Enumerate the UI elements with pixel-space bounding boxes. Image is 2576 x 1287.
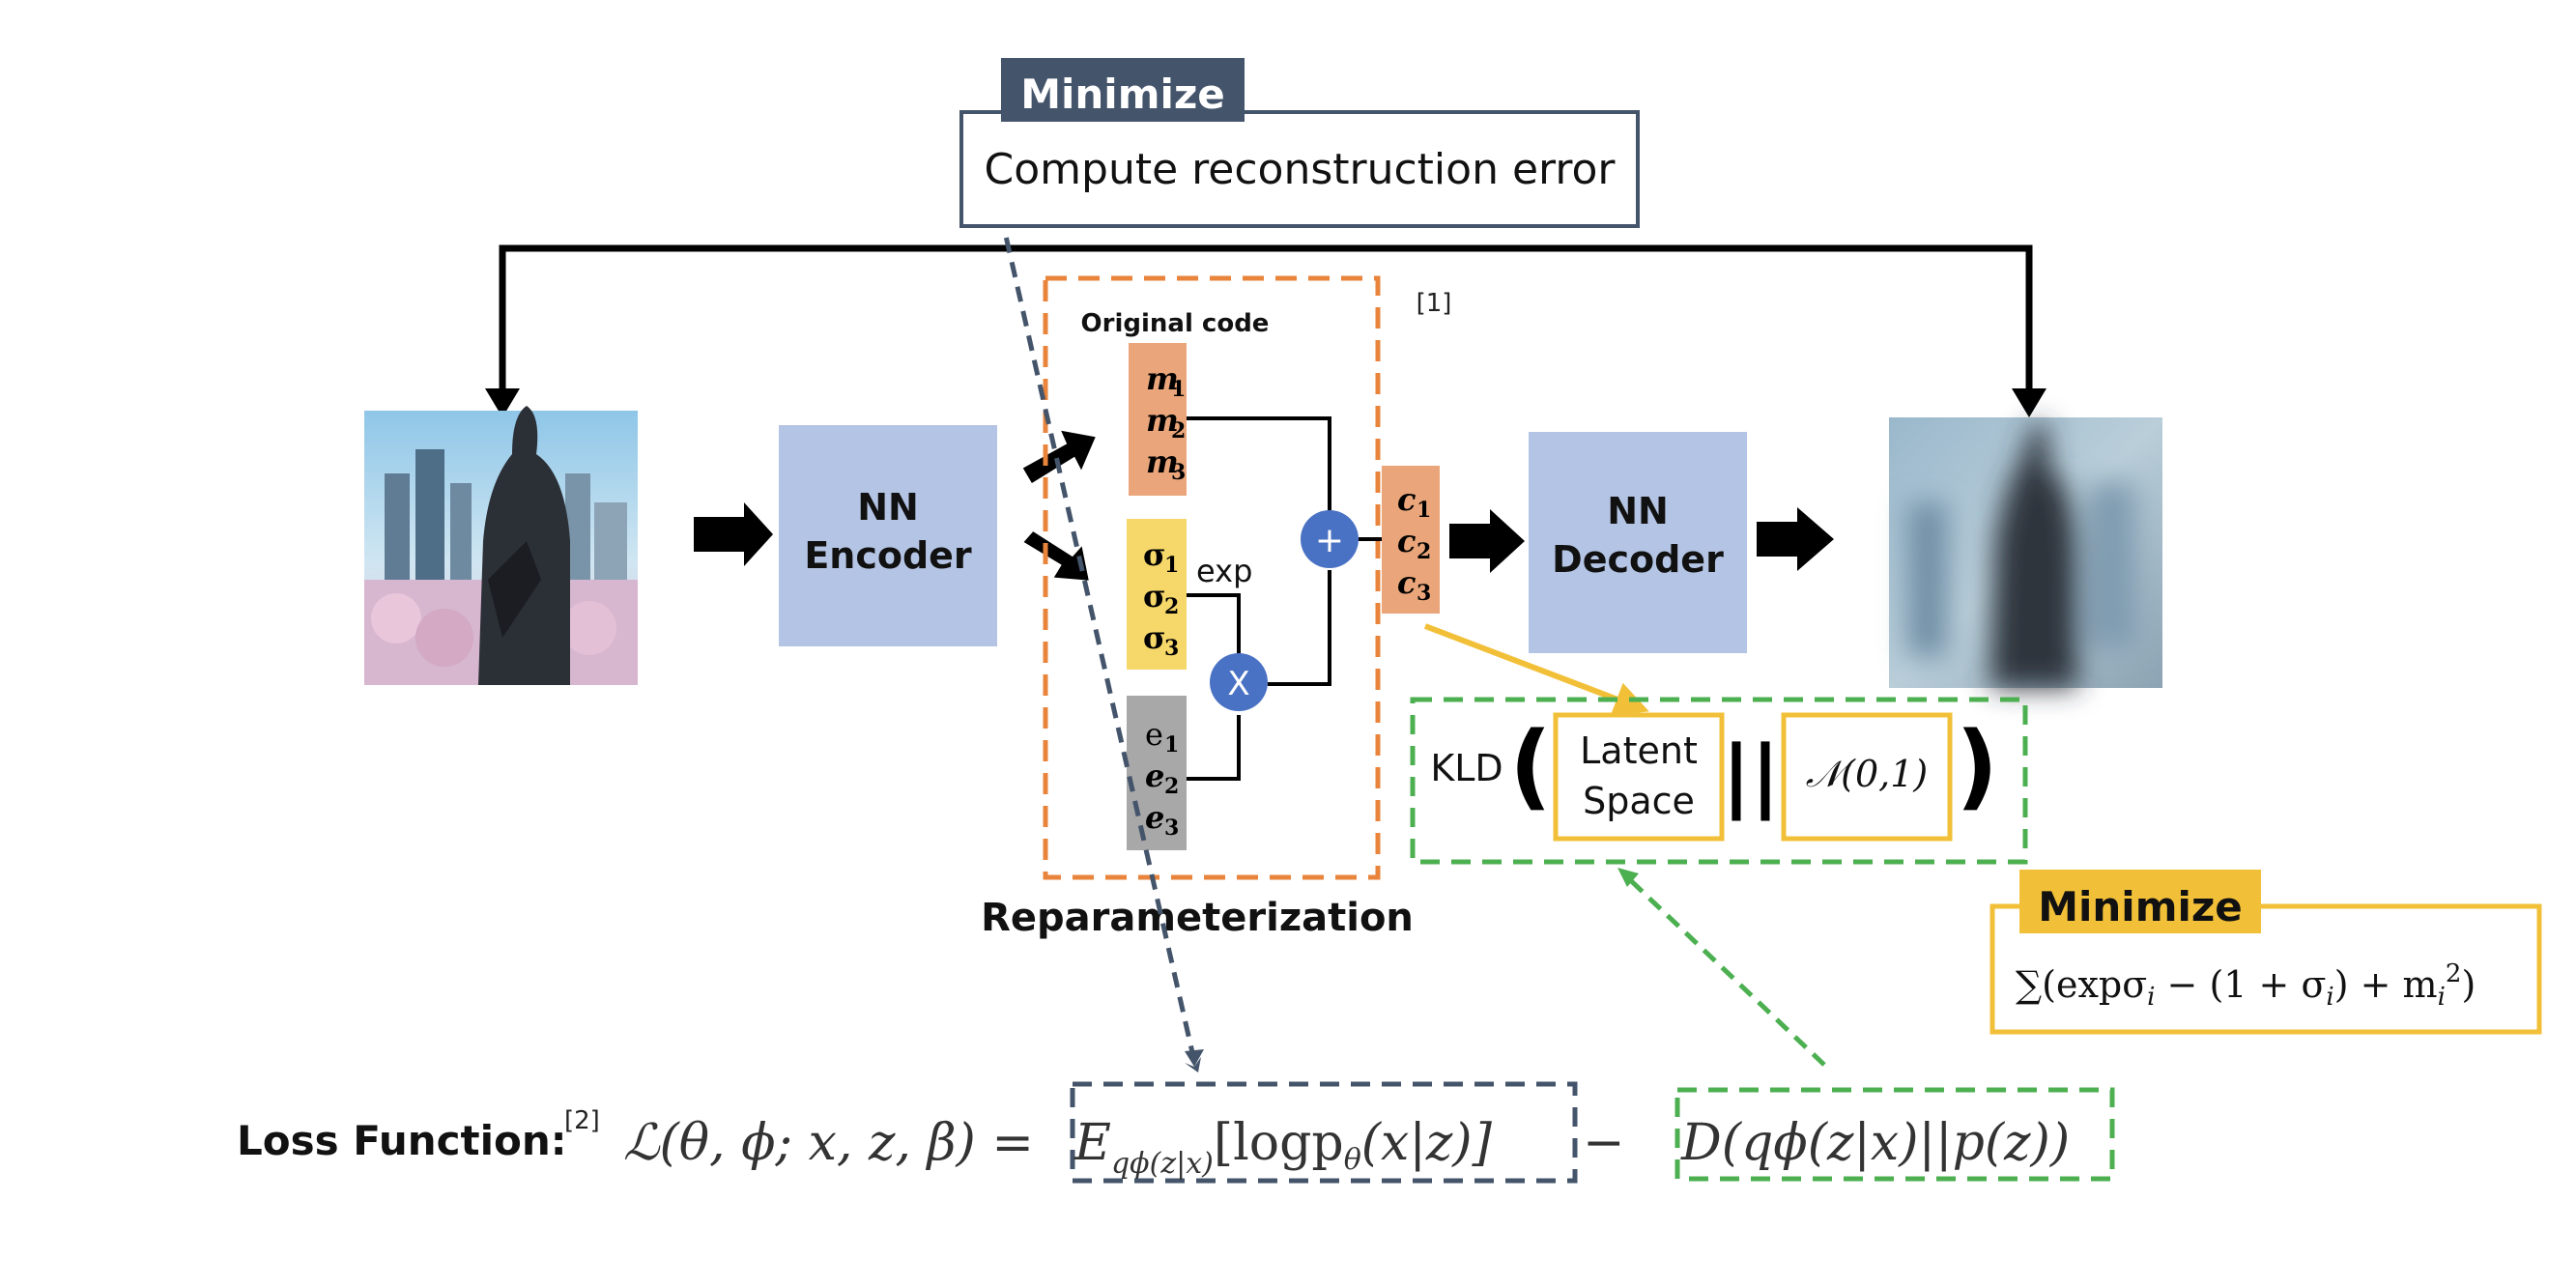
svg-text:3: 3	[1164, 636, 1179, 661]
navy-dashed-connector	[1002, 231, 1197, 1062]
sigma-vector: σ 1 σ 2 σ 3	[1127, 519, 1187, 670]
svg-text:e: e	[1145, 716, 1163, 753]
c-to-latent-arrow	[1423, 623, 1649, 716]
svg-text:c: c	[1397, 564, 1416, 601]
svg-text:m: m	[1146, 402, 1179, 439]
loop-arrowhead-right	[2012, 388, 2046, 417]
loss-expectation: Eqϕ(z|x)[logpθ(x|z)]	[1073, 1114, 1493, 1181]
svg-text:1: 1	[1164, 732, 1179, 758]
m-vector: m 1 m 2 m 3	[1129, 343, 1187, 496]
reconstruction-box-frame	[959, 110, 1640, 228]
svg-text:+: +	[1315, 521, 1344, 560]
encoder-box	[779, 425, 997, 646]
reparam-caption: Reparameterization	[981, 896, 1414, 940]
exp-label: exp	[1196, 553, 1252, 589]
svg-text:3: 3	[1171, 460, 1186, 485]
e-vector: e 1 e 2 e 3	[1127, 696, 1187, 850]
encoder-label-line1: NN	[857, 486, 919, 529]
kld-region	[1410, 697, 2028, 865]
decoder-label-line2: Decoder	[1552, 538, 1724, 581]
reference-1: [1]	[1417, 289, 1452, 318]
kld-label: KLD	[1430, 747, 1503, 789]
loss-label: Loss Function:	[237, 1117, 567, 1164]
minimize-tag-right	[2019, 870, 2261, 933]
reference-2: [2]	[564, 1106, 600, 1135]
svg-text:σ: σ	[1143, 619, 1166, 656]
svg-text:e: e	[1145, 758, 1164, 794]
original-code-label: Original code	[1081, 309, 1270, 338]
minimize-tag-top-label: Minimize	[1020, 71, 1225, 118]
loop-line	[499, 244, 2033, 406]
svg-text:3: 3	[1417, 581, 1431, 606]
latent-space-box	[1553, 712, 1725, 842]
kld-open-paren: (	[1509, 712, 1552, 820]
encoder-label-line2: Encoder	[804, 534, 972, 577]
decoder-block: NN Decoder	[1529, 432, 1747, 653]
encoder-block: NN Encoder	[779, 425, 997, 646]
reparam-region	[1043, 275, 1381, 880]
green-dashed-connector	[1621, 872, 1826, 1067]
kld-bars: ||	[1722, 729, 1780, 822]
svg-text:e: e	[1145, 799, 1164, 836]
kld-close-paren: )	[1956, 712, 1998, 820]
decoder-box	[1529, 432, 1747, 653]
navy-connector-arrowhead	[1185, 1057, 1201, 1072]
arrow-to-encoder	[694, 502, 773, 566]
arrow-to-output	[1757, 507, 1834, 571]
svg-text:c: c	[1397, 523, 1416, 559]
svg-text:σ: σ	[1143, 578, 1166, 615]
encoder-output-arrows	[1022, 430, 1096, 581]
plus-node: +	[1301, 510, 1359, 568]
loss-minus: −	[1583, 1114, 1625, 1172]
green-connector-arrowhead	[1617, 868, 1639, 887]
svg-text:2: 2	[1417, 539, 1431, 564]
svg-text:1: 1	[1164, 553, 1179, 578]
svg-text:2: 2	[1164, 774, 1179, 799]
input-image	[364, 406, 638, 685]
reconstruction-box: Minimize Compute reconstruction error	[959, 58, 1640, 228]
minimize-tag-right-label: Minimize	[2038, 883, 2243, 930]
reconstruction-loop	[485, 244, 2046, 417]
reconstruction-text: Compute reconstruction error	[985, 145, 1617, 194]
latent-line2: Space	[1583, 780, 1695, 822]
latent-line1: Latent	[1580, 729, 1698, 772]
loss-lhs: ℒ(θ, ϕ; x, z, β) =	[623, 1114, 1034, 1172]
kld-minimize-box: Minimize ∑(expσi − (1 + σi) + mi2)	[1989, 870, 2542, 1035]
svg-text:m: m	[1146, 360, 1179, 397]
loss-function: Loss Function: [2] ℒ(θ, ϕ; x, z, β) = Eq…	[237, 1081, 2115, 1184]
svg-text:3: 3	[1164, 815, 1179, 841]
arrow-to-decoder	[1449, 509, 1525, 573]
svg-text:2: 2	[1164, 594, 1179, 619]
loop-arrowhead-left	[485, 388, 520, 417]
output-image	[1889, 417, 2162, 688]
normal-box	[1781, 712, 1953, 842]
kl-term-box	[1674, 1087, 2115, 1182]
multiply-node: X	[1210, 653, 1268, 711]
expectation-box	[1070, 1081, 1578, 1184]
svg-text:σ: σ	[1143, 536, 1166, 573]
decoder-label-line1: NN	[1607, 490, 1669, 532]
loss-kl-term: D(qϕ(z|x)||p(z))	[1680, 1114, 2070, 1172]
svg-text:m: m	[1146, 443, 1179, 480]
svg-text:c: c	[1397, 481, 1416, 518]
normal-dist: 𝒩(0,1)	[1806, 753, 1929, 795]
svg-text:X: X	[1227, 665, 1249, 703]
c-vector: c 1 c 2 c 3	[1382, 466, 1440, 614]
reparam-connectors	[1187, 416, 1382, 781]
svg-text:1: 1	[1417, 498, 1431, 523]
svg-text:1: 1	[1171, 377, 1186, 402]
svg-text:2: 2	[1171, 418, 1186, 443]
kld-formula: ∑(expσi − (1 + σi) + mi2)	[2016, 959, 2476, 1012]
minimize-tag-top	[1001, 58, 1245, 122]
